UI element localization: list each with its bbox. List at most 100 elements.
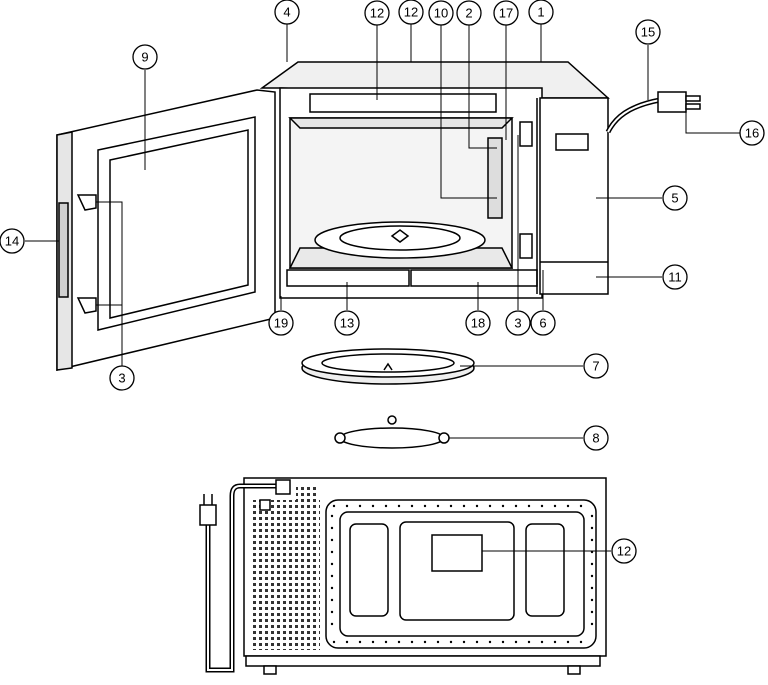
callout-c19: 19 bbox=[269, 311, 293, 335]
rear-dot bbox=[411, 641, 413, 643]
callout-label: 12 bbox=[617, 544, 631, 559]
callout-c3a: 3 bbox=[506, 311, 530, 335]
callout-c6: 6 bbox=[531, 311, 555, 335]
callout-label: 14 bbox=[5, 234, 19, 249]
rear-dot bbox=[372, 641, 374, 643]
rear-base bbox=[246, 656, 600, 666]
roller-ring bbox=[335, 416, 449, 448]
rear-vent-right bbox=[526, 524, 564, 616]
waveguide-cover bbox=[488, 138, 502, 218]
rear-label-plate bbox=[432, 535, 482, 571]
callout-c1: 1 bbox=[529, 0, 553, 24]
callout-label: 15 bbox=[641, 25, 655, 40]
rear-dot bbox=[437, 641, 439, 643]
callout-label: 10 bbox=[434, 6, 448, 21]
rear-grille bbox=[250, 500, 320, 650]
rear-dot bbox=[450, 505, 452, 507]
interlock-upper bbox=[520, 122, 532, 146]
rear-dot bbox=[502, 641, 504, 643]
callout-c10: 10 bbox=[429, 1, 453, 25]
rear-dot bbox=[591, 623, 593, 625]
rear-dot bbox=[346, 641, 348, 643]
glass-turntable bbox=[302, 349, 474, 384]
rear-dot bbox=[450, 641, 452, 643]
rear-foot-right bbox=[568, 666, 580, 674]
rear-dot bbox=[331, 575, 333, 577]
callout-label: 16 bbox=[745, 126, 759, 141]
rear-dot bbox=[372, 505, 374, 507]
door bbox=[57, 90, 275, 370]
callout-c15: 15 bbox=[636, 20, 660, 44]
rear-dot bbox=[331, 551, 333, 553]
roller-wheel-left bbox=[335, 433, 345, 443]
rear-dot bbox=[541, 641, 543, 643]
cord-cable bbox=[608, 100, 660, 132]
rear-dot bbox=[489, 505, 491, 507]
rear-dot bbox=[398, 505, 400, 507]
rear-dot bbox=[398, 641, 400, 643]
rear-dot bbox=[554, 505, 556, 507]
rear-dot bbox=[580, 641, 582, 643]
interlock-lower bbox=[520, 234, 532, 258]
roller-wheel-right bbox=[439, 433, 449, 443]
rear-dot bbox=[346, 505, 348, 507]
rear-dot bbox=[463, 641, 465, 643]
callout-label: 3 bbox=[514, 316, 521, 331]
oven-body bbox=[262, 62, 608, 298]
roller-hub bbox=[388, 416, 396, 424]
rear-dot bbox=[591, 611, 593, 613]
door-handle bbox=[59, 203, 68, 297]
cavity-ceiling bbox=[290, 118, 512, 128]
door-window bbox=[110, 130, 248, 318]
rear-dot bbox=[463, 505, 465, 507]
rear-cord-clamp bbox=[276, 480, 290, 494]
control-panel bbox=[540, 98, 608, 294]
callout-c14: 14 bbox=[0, 229, 24, 253]
rear-dot bbox=[476, 505, 478, 507]
rear-plug bbox=[200, 505, 216, 525]
callout-label: 17 bbox=[499, 6, 513, 21]
rear-dot bbox=[331, 563, 333, 565]
roller-ring-loop bbox=[340, 428, 444, 448]
rear-foot-left bbox=[264, 666, 276, 674]
rear-dot bbox=[424, 641, 426, 643]
callout-c7: 7 bbox=[584, 354, 608, 378]
rear-dot bbox=[502, 505, 504, 507]
vent-top bbox=[310, 94, 496, 112]
rear-dot bbox=[331, 623, 333, 625]
callout-c2: 2 bbox=[457, 1, 481, 25]
callout-label: 13 bbox=[340, 316, 354, 331]
callout-label: 2 bbox=[465, 6, 472, 21]
callout-c13: 13 bbox=[335, 311, 359, 335]
callout-c9: 9 bbox=[133, 45, 157, 69]
rear-dot bbox=[567, 641, 569, 643]
rear-dot bbox=[333, 641, 335, 643]
callout-label: 12 bbox=[404, 5, 418, 20]
rear-dot bbox=[333, 505, 335, 507]
rear-dot bbox=[567, 505, 569, 507]
rear-dot bbox=[515, 505, 517, 507]
callout-label: 12 bbox=[370, 6, 384, 21]
rear-dot bbox=[331, 587, 333, 589]
callout-label: 19 bbox=[274, 316, 288, 331]
rear-dot bbox=[437, 505, 439, 507]
callout-c12a: 12 bbox=[365, 1, 389, 25]
callout-c5: 5 bbox=[663, 186, 687, 210]
rear-socket bbox=[260, 500, 270, 510]
rear-dot bbox=[528, 505, 530, 507]
rear-dot bbox=[591, 587, 593, 589]
front-panel-left bbox=[287, 270, 409, 286]
callout-label: 5 bbox=[671, 191, 678, 206]
plug-body bbox=[658, 92, 686, 112]
plug-prong-2 bbox=[686, 104, 700, 109]
callout-c4: 4 bbox=[275, 0, 299, 24]
rear-dot bbox=[591, 599, 593, 601]
callout-label: 7 bbox=[592, 359, 599, 374]
callout-c17: 17 bbox=[494, 1, 518, 25]
rear-dot bbox=[528, 641, 530, 643]
plug-prong-1 bbox=[686, 96, 700, 101]
rear-dot bbox=[591, 515, 593, 517]
rear-dot bbox=[411, 505, 413, 507]
